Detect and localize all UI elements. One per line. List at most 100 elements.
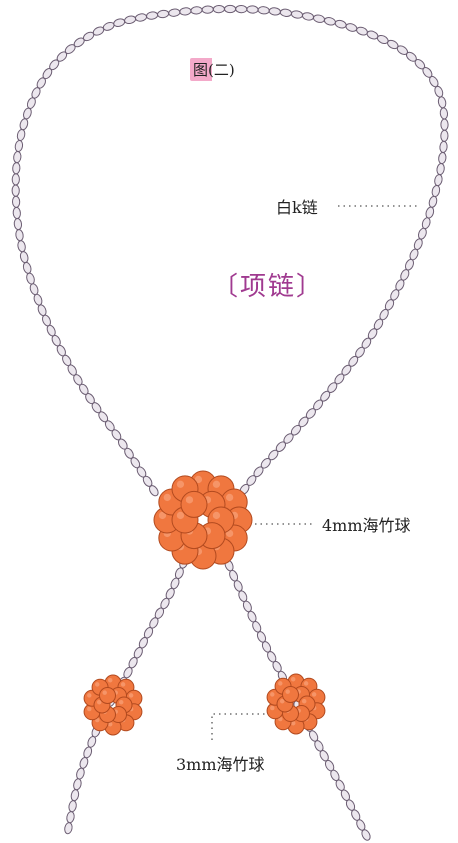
chain-loop-bead	[15, 229, 24, 242]
chain-left-tail-bead	[64, 822, 73, 835]
chain-loop-bead	[23, 107, 32, 120]
chain-loop-bead	[113, 18, 126, 28]
chain-loop-bead	[14, 139, 24, 153]
large-coral-bead-inner-circle	[180, 490, 208, 518]
small-bead-label: 3mm海竹球	[176, 755, 265, 774]
chain-loop-bead	[436, 163, 445, 176]
chain-left-tail-bead	[76, 767, 85, 780]
chain-loop-bead	[257, 6, 270, 15]
chain-loop-bead	[12, 206, 21, 220]
chain-loop-bead	[16, 128, 26, 142]
chain-loop-bead	[290, 10, 304, 19]
necklace-title: 〔项链〕	[212, 272, 325, 302]
small-coral-bead-right-outer-highlight	[290, 720, 296, 726]
small-coral-bead-right-inner-circle	[282, 685, 299, 703]
chain-loop-bead	[434, 174, 443, 187]
large-coral-bead-outer-highlight	[163, 493, 171, 502]
chain-left-tail-bead	[66, 811, 75, 824]
chain-loop-bead	[421, 217, 431, 230]
chain-loop-bead	[124, 15, 137, 25]
chain-loop-bead	[146, 11, 159, 20]
small-coral-bead-right-inner-highlight	[285, 689, 290, 694]
chain-loop-bead	[431, 184, 441, 198]
chain-loop-bead	[11, 195, 21, 208]
chain-loop-bead	[190, 6, 203, 15]
large-coral-bead-outer-highlight	[212, 480, 221, 488]
chain-loop-bead	[22, 261, 32, 274]
coral-bead-clusters	[83, 470, 326, 736]
chain-right-tail-bead	[361, 829, 371, 841]
chain-loop-bead	[438, 152, 447, 165]
chain-loop-bead	[13, 218, 23, 231]
chain-loop-bead	[417, 227, 427, 240]
chain-left-tail-bead	[83, 746, 93, 759]
chain-loop-bead	[11, 184, 20, 197]
white-k-chain	[11, 4, 449, 841]
chain-loop-bead	[12, 162, 21, 175]
large-coral-bead-inner-highlight	[176, 511, 185, 520]
chain-loop-bead	[33, 293, 43, 306]
small-coral-bead-left-outer-highlight	[107, 677, 113, 683]
chain-loop-bead	[425, 206, 435, 219]
small-coral-bead-left-outer-highlight	[87, 706, 92, 712]
chain-loop-bead	[428, 195, 438, 208]
chain-loop-bead	[13, 151, 22, 164]
large-coral-bead-inner	[180, 490, 208, 518]
small-coral-bead-right-outer-highlight	[303, 681, 309, 686]
chain-left-tail-bead	[73, 778, 82, 791]
small-coral-bead-right-outer-highlight	[270, 705, 275, 711]
large-coral-bead-inner-highlight	[185, 496, 194, 504]
small-coral-bead-right-inner-highlight	[279, 698, 285, 704]
chain-loop-bead	[19, 251, 29, 264]
small-coral-bead-left-inner-highlight	[102, 690, 107, 695]
chain-loop-bead	[212, 4, 225, 14]
chain-loop-bead	[323, 17, 336, 26]
chain-loop-bead	[279, 8, 292, 17]
large-coral-bead-outer-highlight	[225, 493, 234, 502]
large-coral-bead-outer-highlight	[158, 511, 167, 520]
chain-loop-bead	[235, 4, 248, 14]
figure-label: 图(二)	[190, 58, 238, 81]
small-coral-bead-left-outer-highlight	[107, 721, 113, 727]
chain-loop-bead	[168, 8, 181, 17]
chain-loop-bead	[439, 140, 448, 153]
chain-loop-bead	[437, 96, 447, 109]
chain-loop-bead	[312, 14, 326, 23]
small-coral-bead-left-outer-highlight	[87, 693, 92, 698]
chain-loop-bead	[246, 5, 259, 14]
chain-loop-bead	[17, 240, 26, 253]
small-coral-bead-left-inner-circle	[99, 686, 116, 704]
chain-loop-bead	[301, 12, 315, 21]
chain-loop-bead	[439, 107, 449, 120]
chain-loop-bead	[19, 118, 29, 131]
chain-loop-bead	[334, 19, 347, 29]
chain-loop-bead	[29, 283, 39, 296]
small-coral-bead-left-outer-highlight	[120, 682, 126, 687]
small-coral-bead-left-inner-highlight	[118, 699, 124, 705]
chain-left-tail-bead	[68, 800, 77, 813]
large-coral-bead-inner-highlight	[212, 511, 221, 520]
chain-loop-bead	[268, 7, 281, 16]
chain-loop-bead	[201, 5, 214, 14]
small-coral-bead-right-inner	[282, 685, 299, 703]
small-coral-bead-left-outer-highlight	[128, 693, 134, 698]
chain-loop-bead	[345, 23, 358, 32]
chain-loop-bead	[134, 13, 148, 22]
chain-left-tail-bead	[79, 756, 89, 769]
large-bead-label: 4mm海竹球	[322, 516, 411, 535]
small-coral-bead-left-inner	[99, 686, 116, 704]
small-bead-leader-line	[211, 713, 268, 740]
chain-loop-bead	[440, 118, 449, 131]
small-coral-bead-left-inner-highlight	[96, 699, 102, 705]
chain-loop-bead	[356, 26, 368, 36]
chain-loop-bead	[440, 129, 449, 142]
chain-loop-bead	[26, 272, 35, 285]
large-coral-bead-outer-highlight	[194, 475, 203, 484]
chain-loop-bead	[179, 7, 192, 16]
chain-label: 白k链	[276, 198, 318, 217]
chain-loop-bead	[224, 4, 237, 14]
small-coral-bead-left-outer-highlight	[95, 682, 100, 687]
chain-loop-bead	[157, 9, 170, 19]
